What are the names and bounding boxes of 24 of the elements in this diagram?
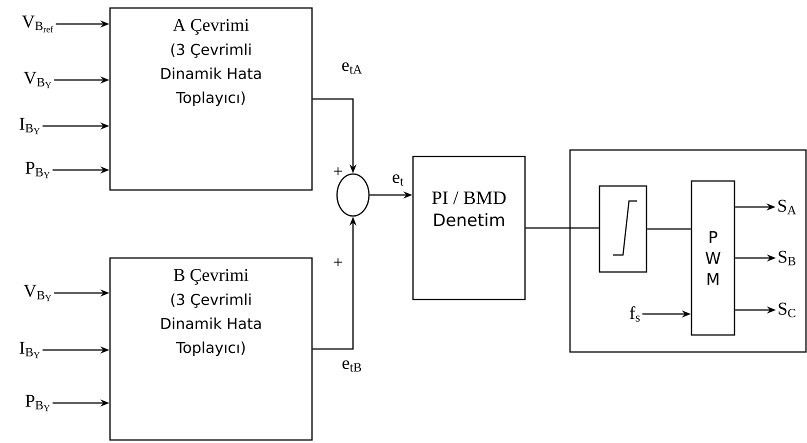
output-label: $\mathrm{S_{C}}$ <box>778 302 796 318</box>
pwm-box: P W M <box>690 180 736 336</box>
process-box: A Çevrimi (3 Çevrimli Dinamik Hata Toplayıcı) <box>109 7 313 191</box>
plus-sign: + <box>334 258 342 266</box>
plus-sign: + <box>334 167 342 176</box>
input-label: $\mathrm{P_{B_{Y}}}$ <box>26 162 50 178</box>
edge-label: $\mathrm{e_{tB}}$ <box>340 359 364 373</box>
input-label: $\mathrm{P_{B_{Y}}}$ <box>26 394 50 412</box>
limiter-box <box>598 185 648 273</box>
process-box: B Çevrimi (3 Çevrimli Dinamik Hata Toplayıcı) <box>109 257 313 441</box>
output-label: $\mathrm{S_{B}}$ <box>778 250 796 266</box>
connector-line <box>647 228 691 230</box>
group-frame <box>569 149 807 353</box>
edge-label: $\mathrm{e_{t}}$ <box>391 173 405 187</box>
input-label: $\mathrm{V_{B_{ref}}}$ <box>22 16 54 32</box>
controller-box: PI / BMD Denetim <box>412 156 526 300</box>
input-label: $\mathrm{I_{B_{Y}}}$ <box>20 342 40 358</box>
input-label: $\mathrm{I_{B_{Y}}}$ <box>20 118 40 134</box>
input-label: $\mathrm{V_{B_{Y}}}$ <box>24 72 52 88</box>
input-label: $\mathrm{V_{B_{Y}}}$ <box>24 284 52 302</box>
edge-label: $\mathrm{e_{tA}}$ <box>340 61 364 75</box>
connector-line <box>526 227 599 229</box>
output-label: $\mathrm{S_{A}}$ <box>778 200 796 214</box>
input-label: $\mathrm{f_{s}}$ <box>630 306 640 322</box>
